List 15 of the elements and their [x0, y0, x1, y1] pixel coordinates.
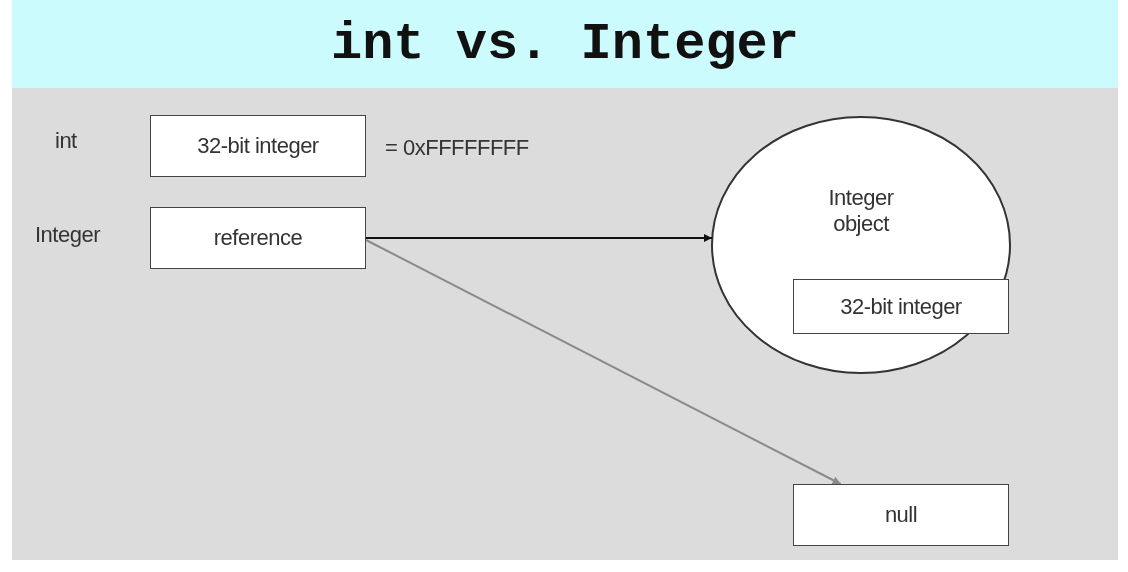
- node-text: 32-bit integer: [197, 133, 319, 159]
- variable-label: Integer: [35, 222, 100, 248]
- value-box: [793, 279, 1009, 334]
- title: int vs. Integer: [330, 14, 800, 74]
- arrow: [365, 234, 713, 242]
- node-text: null: [884, 502, 918, 528]
- variable-label: = 0xFFFFFFFF: [385, 135, 529, 161]
- value-box: [793, 484, 1009, 546]
- node-text: 32-bit integer: [840, 293, 962, 320]
- node-text: reference: [213, 225, 303, 251]
- arrow: [365, 239, 842, 485]
- node-text: Integer object: [827, 185, 895, 237]
- variable-label: int: [55, 128, 77, 154]
- value-box: [150, 207, 366, 269]
- value-box: [150, 115, 366, 177]
